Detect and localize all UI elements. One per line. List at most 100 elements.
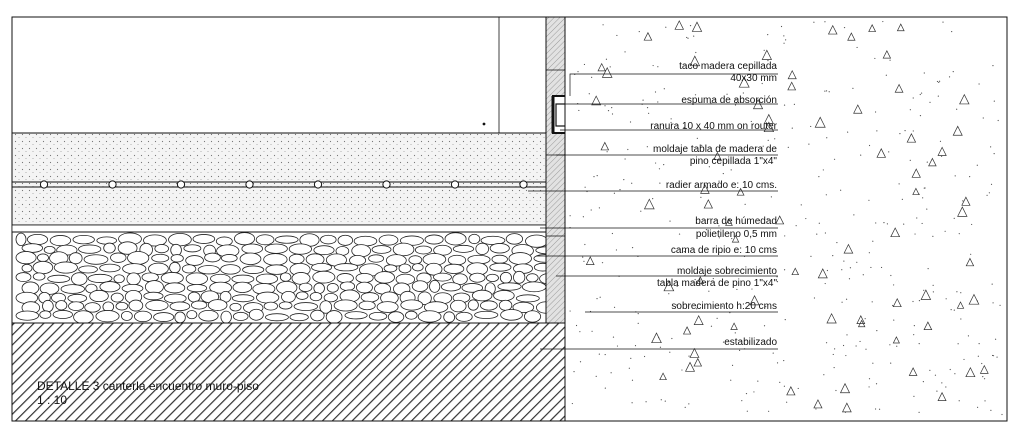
label-estabilizado: estabilizado — [724, 337, 777, 348]
gravel-stone — [417, 291, 432, 306]
label-taco-1: taco madera cepillada — [679, 61, 777, 72]
gravel-stone — [71, 272, 88, 286]
gravel-stone — [231, 294, 255, 303]
aggregate-triangle — [965, 257, 975, 267]
soil-speck — [923, 72, 925, 74]
aggregate-triangle — [787, 81, 797, 91]
aggregate-triangle — [682, 326, 692, 335]
soil-speck — [718, 180, 720, 182]
soil-speck — [604, 353, 606, 356]
aggregate-triangle — [923, 321, 933, 331]
soil-speck — [767, 34, 769, 36]
soil-speck — [700, 196, 702, 198]
aggregate-triangle — [839, 382, 851, 394]
gravel-stone — [293, 302, 319, 311]
soil-speck — [996, 356, 998, 358]
soil-speck — [889, 344, 891, 346]
gravel-stone — [15, 310, 40, 321]
gravel-stone — [337, 234, 354, 246]
soil-speck — [849, 267, 852, 269]
soil-speck — [923, 289, 925, 291]
aggregate-triangle — [651, 332, 662, 344]
soil-speck — [604, 387, 606, 389]
soil-speck — [584, 186, 586, 188]
soil-speck — [914, 233, 916, 235]
soil-speck — [611, 232, 613, 235]
detail-title-scale: 1 : 10 — [37, 393, 67, 407]
gravel-stone — [444, 232, 467, 246]
aggregate-triangle — [749, 295, 760, 306]
label-moldaje-sobrecimiento-1: moldaje sobrecimiento — [677, 266, 777, 277]
gravel-stone — [68, 301, 85, 312]
gravel-stone — [489, 243, 510, 254]
soil-speck — [705, 229, 708, 231]
soil-speck — [977, 355, 979, 357]
soil-speck — [663, 164, 665, 166]
aggregate-triangle — [597, 62, 606, 72]
soil-speck — [767, 60, 769, 62]
soil-speck — [689, 25, 692, 27]
gravel-stone — [110, 292, 124, 303]
aggregate-triangle — [890, 227, 901, 238]
gravel-stone — [43, 245, 56, 254]
soil-speck — [631, 379, 634, 381]
gravel-stone — [526, 273, 539, 283]
soil-speck — [657, 66, 659, 68]
soil-speck — [810, 255, 812, 257]
soil-speck — [846, 334, 848, 336]
aggregate-triangle — [968, 293, 980, 305]
soil-speck — [695, 51, 697, 54]
soil-speck — [750, 120, 752, 123]
gravel-stone — [512, 301, 535, 314]
soil-speck — [824, 21, 826, 23]
aggregate-triangle — [736, 187, 745, 196]
soil-speck — [648, 112, 650, 114]
aggregate-triangle — [738, 76, 750, 88]
gravel-stone — [480, 300, 498, 311]
gravel-stone — [234, 232, 256, 246]
gravel-stone — [493, 290, 515, 302]
soil-speck — [599, 296, 601, 298]
gravel-stone — [39, 310, 52, 319]
soil-speck — [976, 164, 978, 166]
soil-speck — [741, 400, 743, 402]
aggregate-triangle — [937, 146, 947, 156]
soil-speck — [875, 383, 878, 385]
gravel-stone — [265, 264, 288, 275]
gravel-stone — [72, 234, 95, 245]
soil-speck — [969, 176, 971, 178]
interior-space — [12, 17, 546, 134]
soil-speck — [610, 372, 612, 374]
soil-speck — [770, 196, 772, 198]
gravel-stone — [183, 244, 202, 253]
soil-speck — [573, 371, 575, 373]
gravel-stone — [113, 274, 125, 284]
gravel-stone — [95, 310, 120, 323]
gravel-stone — [288, 243, 313, 255]
label-radier: radier armado e: 10 cms. — [666, 180, 777, 191]
gravel-stone — [126, 272, 141, 286]
soil-speck — [637, 322, 639, 324]
soil-speck — [605, 58, 608, 60]
aggregate-triangle — [856, 315, 866, 324]
soil-speck — [992, 64, 994, 67]
gravel-stone — [351, 244, 372, 258]
gravel-stone — [491, 254, 508, 264]
soil-speck — [634, 344, 637, 347]
soil-speck — [919, 115, 922, 117]
label-espuma: espuma de absorción — [681, 95, 777, 106]
soil-speck — [696, 137, 698, 139]
gravel-stone — [455, 311, 473, 322]
soil-speck — [967, 335, 970, 337]
soil-speck — [762, 145, 764, 147]
gravel-stone — [117, 241, 138, 255]
label-sobrecimiento: sobrecimiento h:20 cms — [671, 301, 777, 312]
gravel-stone — [204, 252, 221, 263]
gravel-stone — [475, 242, 490, 255]
soil-speck — [872, 240, 874, 242]
soil-speck — [805, 217, 807, 220]
soil-speck — [604, 105, 606, 107]
soil-speck — [699, 128, 702, 130]
gravel-bed — [11, 231, 560, 324]
